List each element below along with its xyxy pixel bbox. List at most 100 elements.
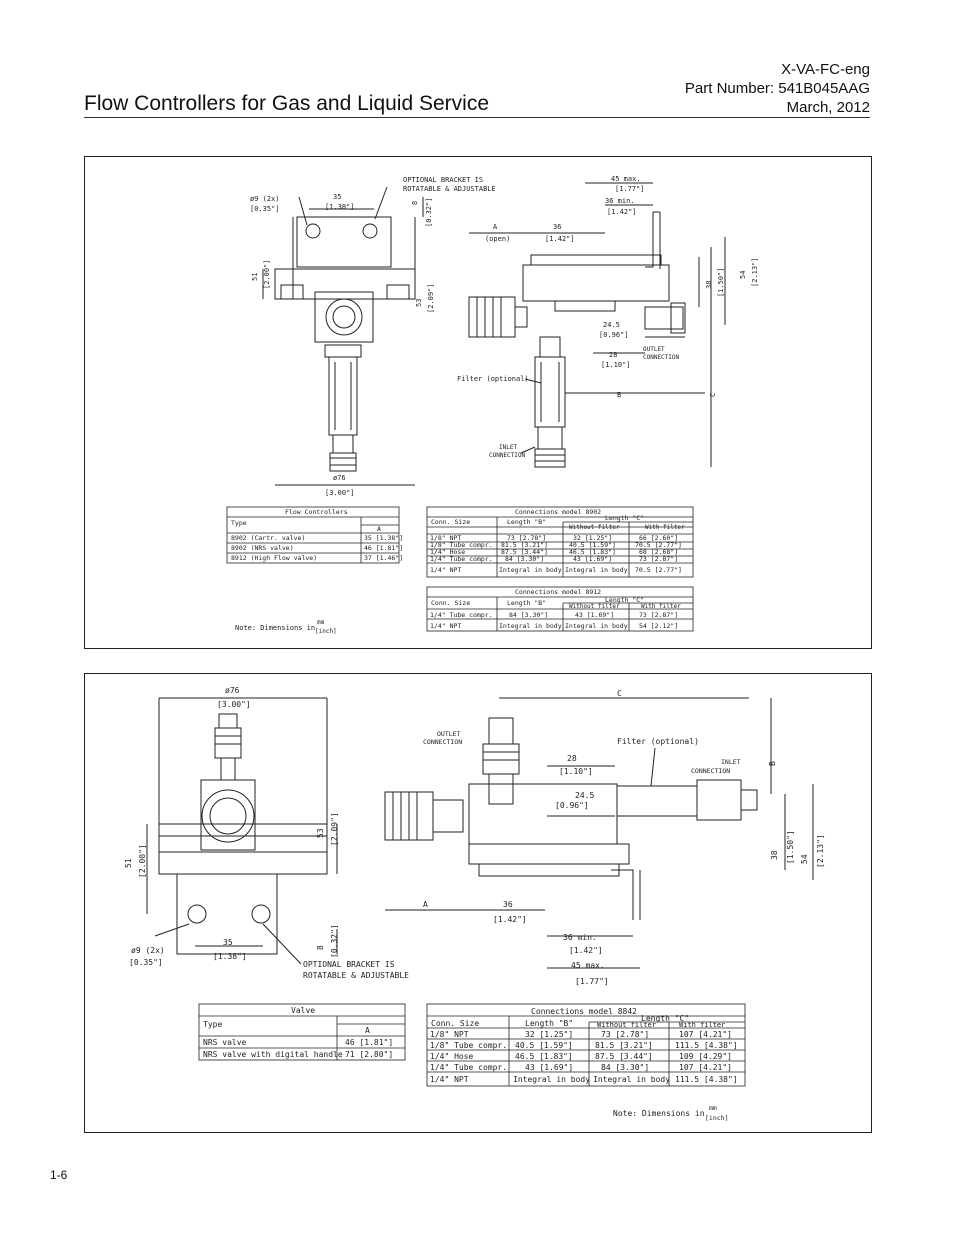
- table-8902-r4c1: Integral in body: [499, 566, 562, 574]
- outlet-label-2: CONNECTION: [643, 354, 680, 361]
- dim2-width-36: 36: [503, 900, 513, 909]
- table-8912-r1c1: Integral in body: [499, 622, 562, 630]
- dim-height-53: 53: [415, 299, 423, 307]
- dim2-dia-76-inch: [3.00"]: [217, 700, 251, 709]
- table-8902-r1c0: 1/8" Tube compr.: [430, 541, 493, 549]
- table-8842-h1: Conn. Size: [431, 1019, 479, 1028]
- dim-width-36-inch: [1.42"]: [545, 235, 575, 243]
- table-8902-title: Connections model 8902: [515, 508, 601, 516]
- dimension2-note-mm: mm: [709, 1104, 717, 1112]
- table-fc-title: Flow Controllers: [285, 508, 348, 516]
- outlet2-label-1: OUTLET: [437, 730, 461, 738]
- table-8842-r4c3: 111.5 [4.38"]: [675, 1075, 738, 1084]
- dim2-width-36-inch: [1.42"]: [493, 915, 527, 924]
- table-8912-r1c3: 54 [2.12"]: [639, 622, 678, 630]
- table-8902-r4c3: 70.5 [2.77"]: [635, 566, 682, 574]
- table-8902-r3c2: 43 [1.69"]: [573, 555, 612, 563]
- dim2-24-5: 24.5: [575, 791, 594, 800]
- technical-drawing-1: ø9 (2x) [0.35"] 35 [1.38"] OPTIONAL BRAC…: [226, 175, 759, 635]
- bracket-note-line2: ROTATABLE & ADJUSTABLE: [403, 185, 496, 193]
- dim-hole-dia: ø9 (2x): [250, 195, 280, 203]
- part-number: Part Number: 541B045AAG: [684, 80, 870, 97]
- dim2-min-36-inch: [1.42"]: [569, 946, 603, 955]
- dim-dia-76: ø76: [333, 474, 346, 482]
- page-title: Flow Controllers for Gas and Liquid Serv…: [84, 92, 490, 115]
- table-fc-r2c0: 8912 (High Flow valve): [231, 554, 317, 562]
- table-8902-r1c3: 70.5 [2.77"]: [635, 541, 682, 549]
- table-8902-r2c3: 68 [2.68"]: [639, 548, 678, 556]
- table-8902-h3b: With filter: [645, 524, 685, 531]
- dimension2-note: Note: Dimensions in: [613, 1109, 705, 1118]
- table-valve-h-a: A: [365, 1026, 370, 1035]
- dim2-height-54-inch: [2.13"]: [816, 834, 825, 868]
- dim2-height-53-inch: [2.09"]: [330, 812, 339, 846]
- dim-width-35: 35: [333, 193, 341, 201]
- table-8842-r2c2: 87.5 [3.44"]: [595, 1052, 653, 1061]
- filter2-label: Filter (optional): [617, 737, 699, 746]
- inlet-label-2: CONNECTION: [489, 452, 526, 459]
- table-8902-r0c1: 73 [2.78"]: [507, 534, 546, 542]
- table-8842-r4c0: 1/4" NPT: [430, 1075, 469, 1084]
- drawing-panel-1: ø9 (2x) [0.35"] 35 [1.38"] OPTIONAL BRAC…: [84, 156, 872, 649]
- dim2-max-45-inch: [1.77"]: [575, 977, 609, 986]
- dim-height-38-inch: [1.50"]: [717, 267, 725, 297]
- table-8842-r1c3: 111.5 [4.38"]: [675, 1041, 738, 1050]
- table-8842-r1c2: 81.5 [3.21"]: [595, 1041, 653, 1050]
- dim-min-36: 36 min.: [605, 197, 635, 205]
- dim2-height-53: 53: [316, 828, 325, 838]
- table-8902-r3c1: 84 [3.30"]: [505, 555, 544, 563]
- table-8842-r3c2: 84 [3.30"]: [601, 1063, 649, 1072]
- table-8912-r1c2: Integral in body: [565, 622, 628, 630]
- table-8912-r0c1: 84 [3.30"]: [509, 611, 548, 619]
- table-valve-h-type: Type: [203, 1020, 222, 1029]
- table-8902-r0c3: 66 [2.60"]: [639, 534, 678, 542]
- drawing-panel-2: ø76 [3.00"] 53 [2.09"] 51 [2.00"] 8 [0.3…: [84, 673, 872, 1133]
- table-8842-r3c1: 43 [1.69"]: [525, 1063, 573, 1072]
- table-8842-h3a: Without filter: [597, 1021, 656, 1029]
- dim2-hole-dia-inch: [0.35"]: [129, 958, 163, 967]
- inlet2-label-1: INLET: [721, 758, 741, 766]
- table-8842-r2c0: 1/4" Hose: [430, 1052, 474, 1061]
- table-fc-r2c1: 37 [1.46"]: [364, 554, 403, 562]
- table-8842-h3: Length "C": [641, 1014, 689, 1023]
- table-8912-h3: Length "C": [605, 596, 644, 604]
- table-8912-title: Connections model 8912: [515, 588, 601, 596]
- dim-dia-76-inch: [3.00"]: [325, 489, 355, 497]
- dim-height-8-inch: [0.32"]: [425, 197, 433, 227]
- table-8902-r3c0: 1/4" Tube compr.: [430, 555, 493, 563]
- table-8902-h3a: Without filter: [569, 524, 620, 531]
- table-8842-title: Connections model 8842: [531, 1007, 637, 1016]
- valve-table: Valve Type A NRS valve 46 [1.81"] NRS va…: [198, 1003, 406, 1061]
- doc-code: X-VA-FC-eng: [781, 61, 870, 78]
- dim-24-5-inch: [0.96"]: [599, 331, 629, 339]
- dimension-note-inch: [inch]: [315, 628, 337, 635]
- dim2-24-5-inch: [0.96"]: [555, 801, 589, 810]
- table-8842-h2: Length "B": [525, 1019, 573, 1028]
- table-fc-r1c1: 46 [1.81"]: [364, 544, 403, 552]
- table-8902-r0c2: 32 [1.25"]: [573, 534, 612, 542]
- table-8842-r3c0: 1/4" Tube compr.: [430, 1063, 507, 1072]
- dim-height-38: 38: [705, 281, 713, 289]
- table-8902-h2: Length "B": [507, 518, 546, 526]
- table-8902-r1c2: 40.5 [1.59"]: [569, 541, 616, 549]
- dim-height-53-inch: [2.09"]: [427, 283, 435, 313]
- dim-a-open: (open): [485, 235, 510, 243]
- table-8902-r4c2: Integral in body: [565, 566, 628, 574]
- dim2-dia-76: ø76: [225, 686, 240, 695]
- bracket-note-line1: OPTIONAL BRACKET IS: [403, 176, 483, 184]
- dim-hole-dia-inch: [0.35"]: [250, 205, 280, 213]
- dimension-note-mm: mm: [317, 619, 325, 626]
- bracket2-note-line2: ROTATABLE & ADJUSTABLE: [303, 971, 409, 980]
- dim2-b: B: [768, 761, 777, 766]
- table-8842-r4c1: Integral in body: [513, 1075, 590, 1084]
- dim-max-45: 45 max.: [611, 175, 641, 183]
- dim2-height-38-inch: [1.50"]: [786, 830, 795, 864]
- dim2-height-54: 54: [800, 854, 809, 864]
- table-8912-r0c3: 73 [2.87"]: [639, 611, 678, 619]
- table-8842-r3c3: 107 [4.21"]: [679, 1063, 732, 1072]
- dimension-note: Note: Dimensions in: [235, 624, 315, 632]
- connections-8902-table: Connections model 8902 Conn. Size Length…: [426, 506, 694, 578]
- dim-width-35-inch: [1.38"]: [325, 203, 355, 211]
- dim-b: B: [617, 391, 621, 399]
- table-fc-r1c0: 8902 (NRS valve): [231, 544, 294, 552]
